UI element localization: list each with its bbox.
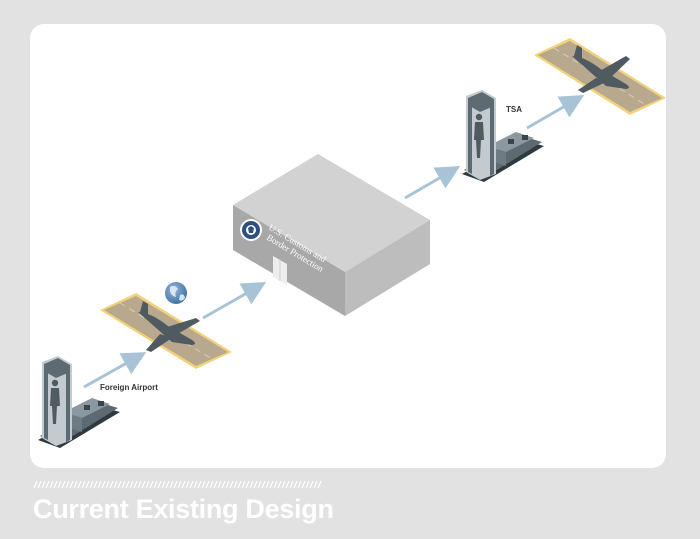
label-tsa: TSA [506,105,522,114]
airplane-icon [138,301,200,352]
globe-icon [165,282,187,304]
flow-arrow [404,165,461,200]
footer-hatch-stripe [33,480,322,489]
flow-arrow [83,352,147,389]
person-icon [50,379,60,424]
flow-arrow [202,282,267,320]
flow-arrow [526,95,585,130]
cbp-building [233,154,430,316]
footer-title: Current Existing Design [33,494,334,524]
cbp-seal-icon [240,219,262,241]
label-foreign-airport: Foreign Airport [100,383,158,392]
person-icon [474,113,484,158]
airplane-icon [572,45,630,93]
